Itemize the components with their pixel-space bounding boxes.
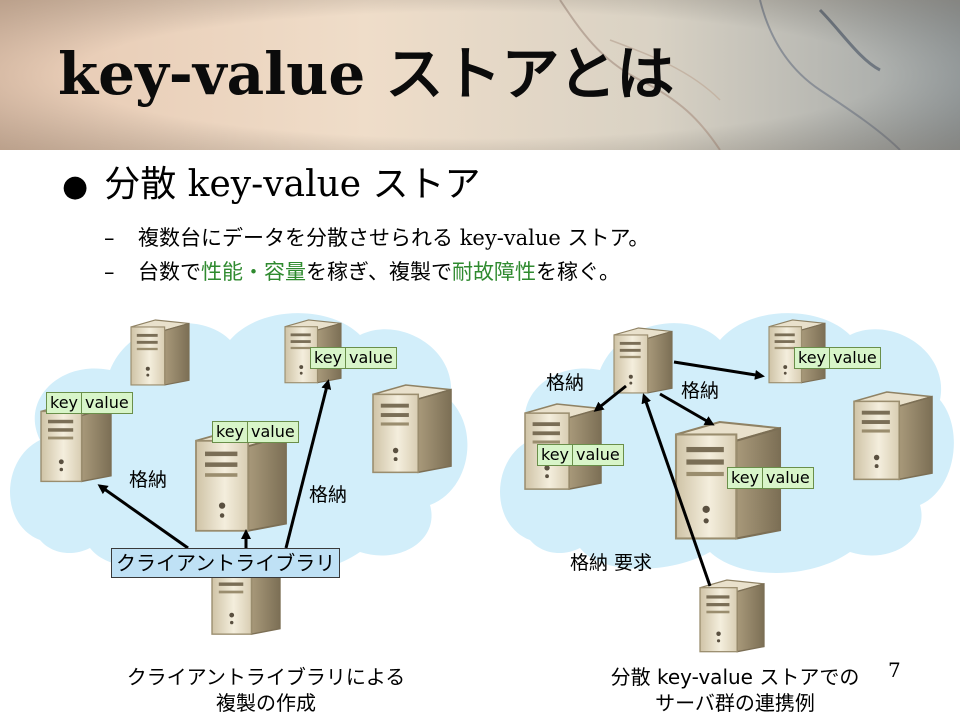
label-store-request: 格納 要求 — [570, 552, 653, 574]
caption-left-line1: クライアントライブラリによる — [126, 665, 406, 689]
label-store: 格納 — [129, 469, 168, 491]
kv-key: key — [798, 348, 827, 367]
sub2-highlight-fault-tolerance: 耐故障性 — [451, 260, 536, 284]
kv-value: value — [81, 393, 132, 413]
label-store: 格納 — [309, 484, 348, 506]
map-background — [0, 0, 960, 150]
header-banner: key-value ストアとは — [0, 0, 960, 150]
kv-value: value — [247, 422, 298, 442]
sub2-p1: 台数で — [138, 260, 201, 284]
bullet-en: key-value — [187, 164, 362, 205]
kv-key: key — [50, 393, 79, 412]
kv-value: value — [345, 348, 396, 368]
caption-right: 分散 key-value ストアでの サーバ群の連携例 — [570, 664, 900, 716]
sub2-p3: を稼ぐ。 — [535, 260, 620, 284]
server-icon — [196, 430, 286, 531]
sub-bullet-1: –複数台にデータを分散させられる key-value ストア。 — [104, 223, 649, 253]
kv-value: value — [572, 445, 623, 465]
dash-icon: – — [104, 260, 115, 284]
caption-right-line2: サーバ群の連携例 — [655, 691, 815, 715]
client-library-box: クライアントライブラリ — [111, 548, 341, 578]
sub2-highlight-performance: 性能・容量 — [201, 260, 306, 284]
kv-key: key — [314, 348, 343, 367]
slide-title: key-value ストアとは — [58, 40, 675, 108]
kv-value: value — [829, 348, 880, 368]
bullet-suffix: ストア — [361, 164, 481, 205]
diagram-graphics — [0, 290, 960, 720]
server-icon — [41, 403, 111, 481]
kv-key: key — [541, 445, 570, 464]
kv-key: key — [216, 422, 245, 441]
main-bullet: ● 分散 key-value ストア — [62, 160, 481, 212]
dash-icon: – — [104, 226, 115, 250]
kv-value: value — [762, 468, 813, 488]
caption-left-line2: 複製の作成 — [216, 691, 316, 715]
label-store: 格納 — [546, 372, 585, 394]
sub2-p2: を稼ぎ、複製で — [306, 260, 452, 284]
server-icon — [373, 385, 451, 472]
server-icon — [131, 320, 189, 385]
arrow-store-left — [97, 484, 189, 550]
sub1-post: ストア。 — [560, 226, 650, 250]
bullet-prefix: 分散 — [104, 164, 188, 205]
label-store: 格納 — [681, 380, 720, 402]
bullet-dot-icon: ● — [62, 169, 89, 204]
sub-bullet-2: –台数で性能・容量を稼ぎ、複製で耐故障性を稼ぐ。 — [104, 257, 620, 287]
arrow-store-right — [284, 379, 332, 549]
caption-right-line1: 分散 key-value ストアでの — [610, 665, 860, 689]
server-icon — [854, 392, 932, 479]
arrow-store-request — [641, 393, 712, 587]
server-icon — [614, 328, 672, 393]
sub1-pre: 複数台にデータを分散させられる — [138, 226, 460, 250]
caption-left: クライアントライブラリによる 複製の作成 — [60, 664, 472, 716]
sub1-en: key-value — [459, 226, 561, 250]
server-icon — [700, 580, 764, 652]
page-number: 7 — [888, 658, 901, 682]
arrow-forward-left — [593, 384, 627, 412]
kv-key: key — [731, 468, 760, 487]
arrow-forward-bottom-right — [659, 392, 715, 426]
arrow-forward-top-right — [673, 360, 765, 380]
